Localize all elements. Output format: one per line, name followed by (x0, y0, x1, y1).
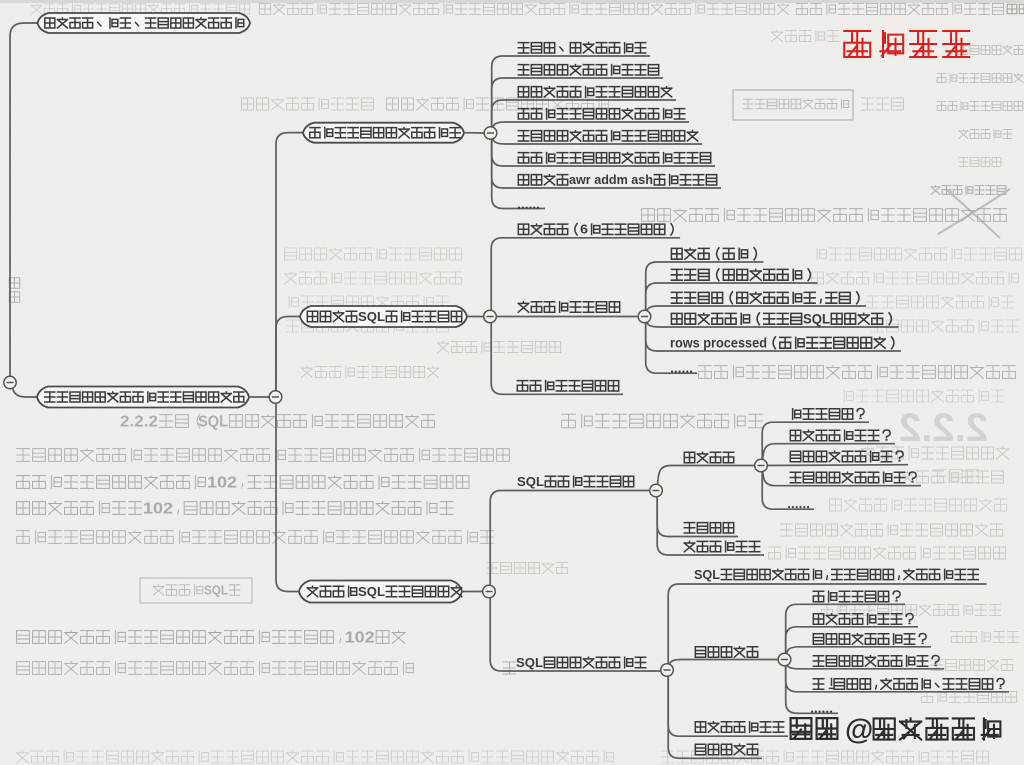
svg-text:6: 6 (580, 222, 588, 237)
svg-text:SQL: SQL (803, 311, 830, 326)
svg-text:SQL: SQL (358, 309, 385, 324)
svg-text:@: @ (845, 714, 873, 746)
svg-text:SQL: SQL (204, 582, 228, 597)
svg-text:rows processed: rows processed (670, 335, 767, 350)
svg-text:SQL: SQL (517, 474, 544, 489)
svg-text:102: 102 (207, 474, 237, 491)
svg-text:awr addm ash: awr addm ash (569, 172, 653, 187)
svg-text:SQL: SQL (198, 413, 228, 430)
svg-text:102: 102 (143, 500, 173, 517)
svg-text:SQL: SQL (694, 567, 720, 582)
svg-text:2.2.2: 2.2.2 (899, 406, 988, 450)
svg-text:SQL: SQL (516, 655, 543, 670)
svg-text:SQL: SQL (358, 584, 385, 599)
svg-text:102: 102 (345, 629, 375, 646)
svg-text:2.2.2: 2.2.2 (120, 413, 158, 430)
